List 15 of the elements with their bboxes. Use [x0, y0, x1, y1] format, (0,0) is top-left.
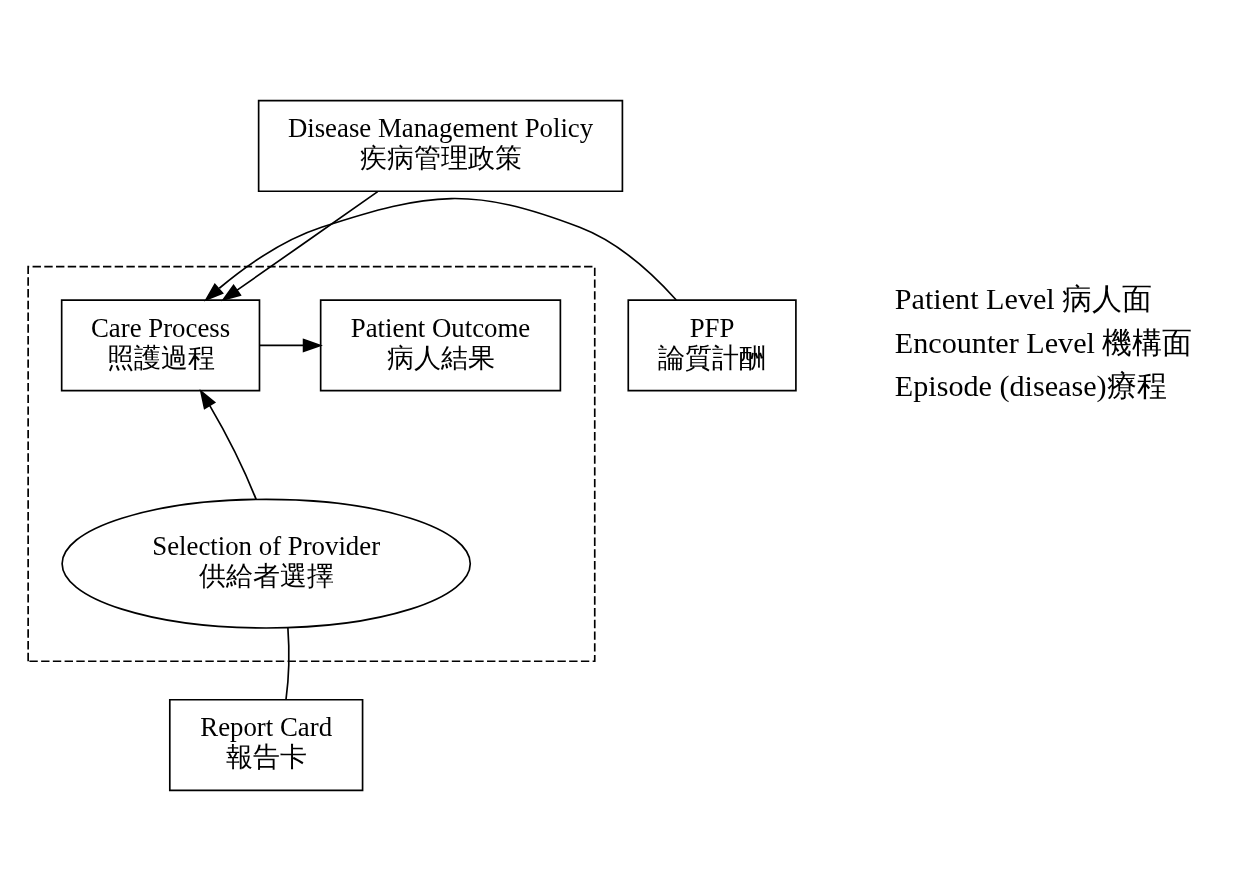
node-box: Patient Outcome 病人結果 — [319, 298, 562, 392]
arrow — [221, 190, 379, 301]
arrow — [199, 388, 257, 500]
node-ellipse: Selection of Provider 供給者選擇 — [61, 498, 472, 629]
node-box: Care Process 照護過程 — [60, 298, 261, 392]
arrow — [258, 337, 323, 352]
connector — [285, 626, 290, 700]
arrow — [204, 197, 678, 301]
node-box: PFP 論質計酬 — [627, 298, 797, 392]
node-box: Disease Management Policy 疾病管理政策 — [257, 99, 624, 192]
node-box: Report Card 報告卡 — [168, 698, 364, 791]
label: Patient Level 病人面 — [894, 281, 1153, 316]
cluster — [27, 265, 596, 662]
label: Encounter Level 機構面 — [894, 325, 1193, 360]
label: Episode (disease)療程 — [894, 368, 1167, 403]
